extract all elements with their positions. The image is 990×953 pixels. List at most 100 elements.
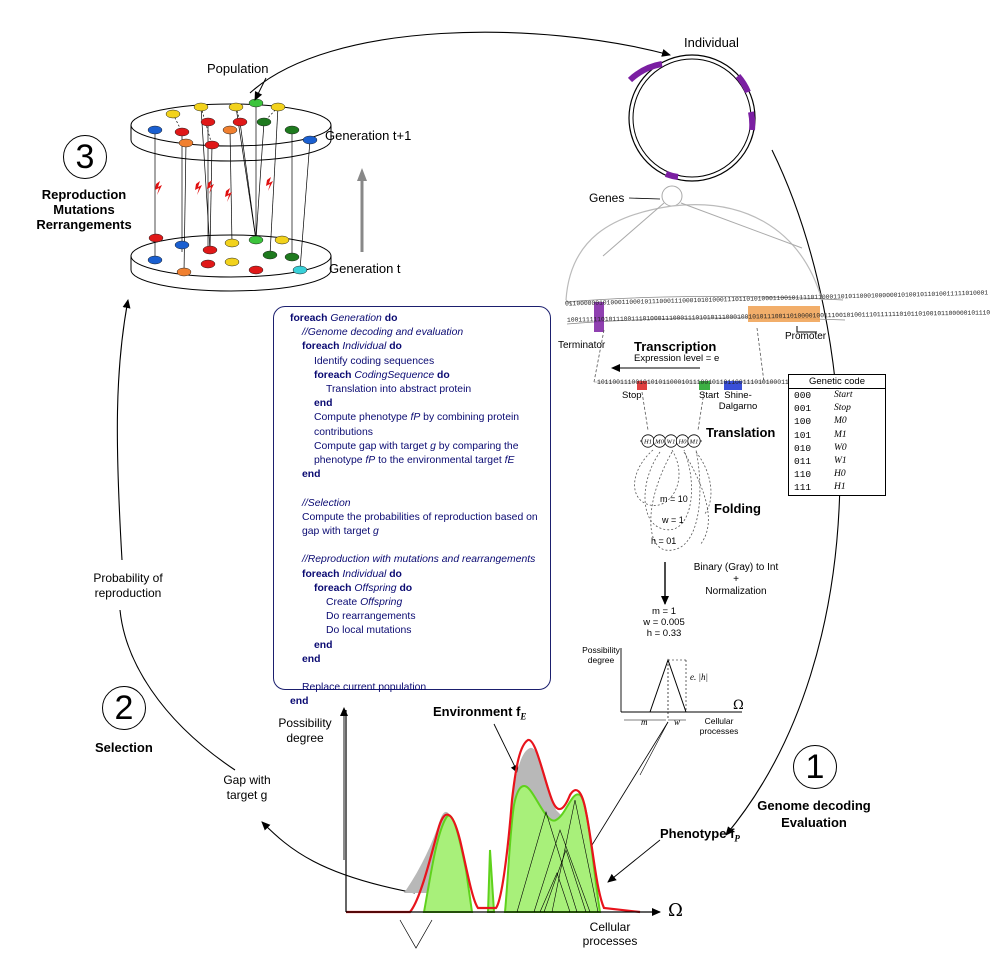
codon: 110 bbox=[794, 469, 812, 481]
gene-segments bbox=[627, 61, 756, 180]
genetic-code-row: 010 W0 bbox=[789, 442, 885, 455]
probability-label: Probability of reproduction bbox=[82, 571, 174, 601]
individual-marker bbox=[222, 125, 238, 135]
codon-bead-label: H1 bbox=[643, 439, 652, 446]
algorithm-token: Create bbox=[326, 597, 361, 609]
algorithm-token: //Reproduction with mutations and rearra… bbox=[302, 554, 536, 566]
algorithm-token: Do rearrangements bbox=[326, 611, 416, 623]
algorithm-token: Replace current population bbox=[302, 682, 427, 694]
codon-meaning: W0 bbox=[834, 442, 847, 453]
population-top-individuals bbox=[147, 98, 318, 150]
individual-marker bbox=[147, 255, 163, 265]
population-label: Population bbox=[207, 61, 269, 76]
algorithm-token: do bbox=[386, 341, 402, 353]
environment-sub: E bbox=[520, 711, 527, 722]
codon: 000 bbox=[794, 390, 812, 401]
possibility-line-1: Possibility bbox=[278, 716, 332, 730]
mutation-bolts bbox=[155, 177, 273, 202]
codon: 100 bbox=[794, 416, 812, 428]
stop-label: Stop bbox=[622, 390, 642, 401]
algorithm-line: Create Offspring bbox=[290, 596, 546, 610]
lineage-lines bbox=[154, 103, 311, 273]
algorithm-token: g bbox=[373, 526, 379, 538]
algorithm-line: foreach Individual do bbox=[290, 568, 546, 582]
dna-strand bbox=[564, 295, 846, 333]
algorithm-token: end bbox=[302, 653, 321, 665]
normalized-values: m = 1 w = 0.005 h = 0.33 bbox=[634, 606, 694, 639]
algorithm-token: by combining protein bbox=[420, 412, 520, 424]
folding-loops bbox=[634, 449, 712, 551]
algorithm-line: end bbox=[290, 468, 546, 482]
algorithm-token: foreach bbox=[290, 313, 331, 324]
algorithm-box: foreach Generation do//Genome decoding a… bbox=[273, 306, 551, 707]
algorithm-token: end bbox=[314, 398, 333, 410]
possibility-line-2: degree bbox=[286, 731, 324, 745]
gap-line-1: Gap with bbox=[223, 773, 271, 787]
individual-marker bbox=[202, 245, 218, 255]
mini-omega-label: Ω bbox=[733, 698, 744, 713]
algorithm-line: Identify coding sequences bbox=[290, 355, 546, 369]
mini-possibility-line-2: degree bbox=[587, 655, 615, 665]
step-3-badge: 3 bbox=[63, 135, 107, 179]
algorithm-line: foreach Generation do bbox=[290, 312, 546, 326]
individual-marker bbox=[204, 140, 220, 150]
individual-label: Individual bbox=[684, 35, 739, 50]
cycle-arrow-top bbox=[249, 31, 671, 94]
algorithm-token: phenotype bbox=[314, 455, 366, 467]
fitness-chart bbox=[345, 710, 661, 949]
individual-genome-ring bbox=[628, 54, 756, 182]
algorithm-line: Compute the probabilities of reproductio… bbox=[290, 511, 546, 525]
algorithm-line: gap with target g bbox=[290, 525, 546, 539]
individual-marker bbox=[248, 98, 264, 108]
algorithm-token: Generation bbox=[330, 313, 382, 324]
codon: 010 bbox=[794, 442, 812, 454]
codon: 011 bbox=[794, 456, 812, 468]
algorithm-line: foreach CodingSequence do bbox=[290, 369, 546, 383]
individual-marker bbox=[270, 102, 286, 112]
genes-label: Genes bbox=[589, 191, 625, 205]
algorithm-token: fE bbox=[504, 455, 515, 467]
probability-line-1: Probability of bbox=[93, 571, 163, 585]
algorithm-token: foreach bbox=[302, 341, 343, 353]
algorithm-line: Compute phenotype fP by combining protei… bbox=[290, 411, 546, 425]
probability-line-2: reproduction bbox=[94, 586, 162, 600]
codon-bead-label: M0 bbox=[654, 439, 664, 446]
mini-plot-to-curve-pointer-2 bbox=[639, 721, 669, 776]
individual-marker bbox=[284, 252, 300, 262]
step-3-line-3: Rerrangements bbox=[36, 217, 132, 232]
individual-marker bbox=[174, 127, 190, 137]
cellular-line-1: Cellular bbox=[589, 920, 631, 934]
algorithm-token: Individual bbox=[342, 568, 387, 580]
start-label: Start bbox=[699, 390, 720, 401]
rna-bits: 1011001110010101011000101110010110110011… bbox=[597, 379, 789, 386]
individual-marker bbox=[193, 102, 209, 112]
shine-dalgarno-label: Shine- Dalgarno bbox=[718, 390, 758, 412]
algorithm-token: Individual bbox=[342, 341, 387, 353]
algorithm-token: do bbox=[386, 568, 402, 580]
environment-label: Environment fE bbox=[433, 704, 526, 722]
algorithm-token: gap with target bbox=[302, 526, 374, 538]
algorithm-token: Offspring bbox=[360, 597, 403, 609]
algorithm-token: foreach bbox=[314, 582, 355, 594]
population-bottom-individuals bbox=[147, 233, 308, 277]
algorithm-line bbox=[290, 539, 546, 553]
individual-marker bbox=[302, 135, 318, 145]
individual-marker bbox=[165, 109, 181, 119]
step-1-title: Genome decoding Evaluation bbox=[754, 797, 874, 831]
conversion-line-3: Normalization bbox=[705, 586, 767, 597]
m-binary-label: m = 10 bbox=[660, 494, 688, 504]
rna-strand bbox=[594, 381, 777, 390]
algorithm-token: g bbox=[430, 440, 436, 452]
codon-meaning: W1 bbox=[834, 456, 847, 467]
step-3-title: Reproduction Mutations Rerrangements bbox=[34, 187, 134, 232]
algorithm-token: do bbox=[381, 313, 398, 324]
mini-cellular-line-2: processes bbox=[699, 726, 739, 736]
mini-triangle-plot bbox=[620, 648, 742, 721]
step-1-badge: 1 bbox=[793, 745, 837, 789]
cellular-label: Cellular processes bbox=[573, 920, 647, 948]
